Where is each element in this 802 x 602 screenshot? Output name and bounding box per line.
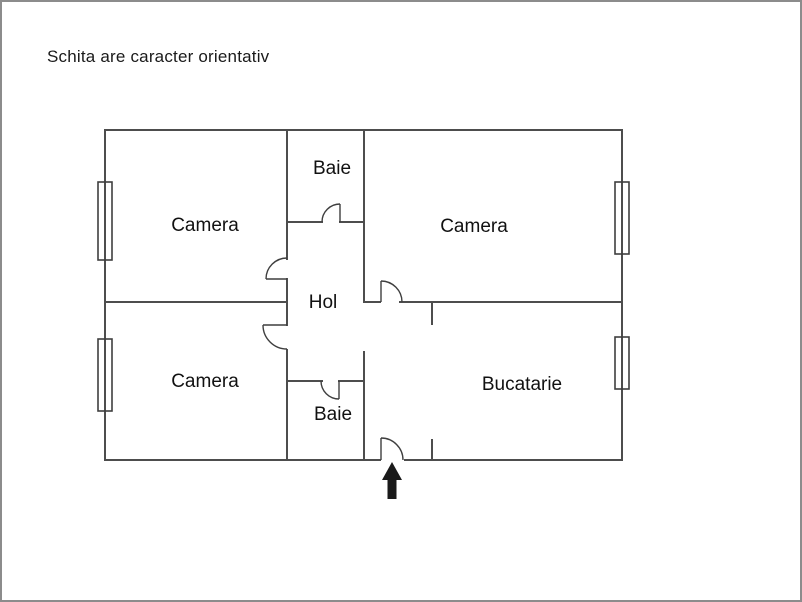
- window-right-bottom: [614, 336, 630, 390]
- window-right-top: [614, 181, 630, 255]
- window-left-bottom: [97, 338, 113, 412]
- room-label-camera-bottom-left: Camera: [171, 371, 239, 392]
- room-label-camera-top-left: Camera: [171, 215, 239, 236]
- room-label-baie-bottom: Baie: [313, 404, 353, 425]
- door-baie-top: [321, 203, 341, 223]
- door-entrance: [380, 437, 404, 461]
- room-label-baie-top: Baie: [312, 158, 352, 179]
- door-camera-bottom-left: [262, 324, 288, 350]
- door-camera-top-left: [265, 257, 288, 280]
- disclaimer-text: Schita are caracter orientativ: [47, 47, 270, 66]
- entrance-arrow-icon: [382, 462, 402, 499]
- door-baie-bottom: [320, 380, 340, 400]
- door-camera-top-right: [380, 280, 403, 303]
- room-label-hol: Hol: [308, 292, 338, 313]
- room-label-bucatarie: Bucatarie: [481, 374, 563, 395]
- room-label-camera-top-right: Camera: [440, 216, 508, 237]
- window-left-top: [97, 181, 113, 261]
